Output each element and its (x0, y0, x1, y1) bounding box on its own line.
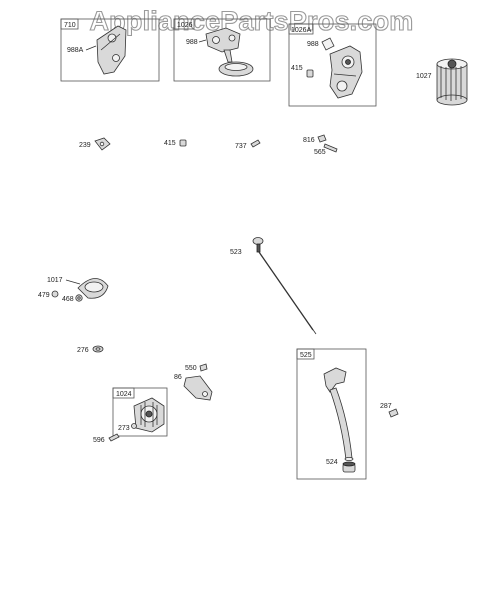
part-737[interactable]: 737 (235, 139, 261, 150)
part-737-shape (250, 139, 261, 148)
leader-1017 (65, 279, 81, 285)
watermark: AppliancePartsPros.com (89, 5, 414, 36)
bracket-988a-part (96, 25, 127, 75)
group-tag-710 (60, 18, 79, 30)
callout-1026a: 1026A (291, 27, 312, 34)
callout-988a: 988A (67, 47, 84, 54)
callout-287: 287 (380, 403, 392, 410)
cover-86-part (183, 375, 213, 401)
group-1026[interactable]: 1026 988 (173, 18, 271, 82)
callout-524: 524 (326, 459, 338, 466)
leader-988a (85, 45, 97, 51)
group-525[interactable]: 525 524 (296, 348, 367, 480)
callout-1024: 1024 (116, 391, 132, 398)
part-479-shape (51, 290, 59, 298)
group-box-1026 (173, 18, 271, 82)
callout-86: 86 (174, 374, 182, 381)
callout-988-right: 988 (307, 41, 319, 48)
oil-filter-part (436, 58, 468, 106)
callout-1026: 1026 (177, 22, 193, 29)
group-box-525 (296, 348, 367, 480)
part-565-shape (323, 143, 338, 153)
part-468[interactable]: 468 (62, 294, 83, 303)
part-816[interactable]: 816 (303, 134, 327, 144)
group-tag-525 (296, 348, 315, 360)
part-287[interactable]: 287 (380, 403, 399, 418)
part-287-shape (388, 408, 399, 418)
oil-slinger-part (77, 278, 109, 299)
callout-596: 596 (93, 437, 105, 444)
fitting-415-part (306, 69, 314, 78)
part-816-shape (317, 134, 327, 143)
part-415[interactable]: 415 (164, 139, 187, 147)
callout-525: 525 (300, 352, 312, 359)
group-tag-1026 (173, 18, 195, 30)
callout-273: 273 (118, 425, 130, 432)
callout-468: 468 (62, 296, 74, 303)
callout-816: 816 (303, 137, 315, 144)
callout-737: 737 (235, 143, 247, 150)
part-239[interactable]: 239 (79, 137, 111, 151)
callout-239: 239 (79, 142, 91, 149)
part-479[interactable]: 479 (38, 290, 59, 299)
part-596[interactable]: 596 (93, 433, 120, 444)
callout-1017: 1017 (47, 277, 63, 284)
dipstick-part (252, 237, 317, 335)
dipstick-tube-part (323, 367, 354, 461)
seal-524-part (342, 461, 356, 473)
callout-1027: 1027 (416, 73, 432, 80)
callout-550: 550 (185, 365, 197, 372)
callout-415: 415 (164, 140, 176, 147)
callout-276: 276 (77, 347, 89, 354)
part-86[interactable]: 86 (174, 374, 213, 401)
dipstick-523[interactable]: 523 (230, 237, 317, 335)
oil-pump-housing-part (329, 45, 363, 99)
callout-415-box: 415 (291, 65, 303, 72)
part-550-shape (199, 363, 208, 372)
oil-filter-1027[interactable]: 1027 (416, 58, 468, 106)
callout-479: 479 (38, 292, 50, 299)
group-box-1024 (112, 387, 168, 437)
group-box-710 (60, 18, 160, 82)
group-710[interactable]: 710 988A (60, 18, 160, 82)
callout-523: 523 (230, 249, 242, 256)
group-tag-1026a (288, 23, 314, 35)
oil-pump-pickup-part (205, 27, 254, 77)
part-415-shape (179, 139, 187, 147)
callout-988-mid: 988 (186, 39, 198, 46)
part-550[interactable]: 550 (185, 363, 208, 372)
group-1024[interactable]: 1024 273 (112, 387, 168, 437)
part-596-shape (108, 433, 120, 442)
callout-565: 565 (314, 149, 326, 156)
group-box-1026a (288, 23, 377, 107)
group-tag-1024 (112, 387, 135, 399)
part-276[interactable]: 276 (77, 345, 104, 354)
group-1026a[interactable]: 1026A 988 415 (288, 23, 377, 107)
oil-pump-1024-part (131, 397, 165, 433)
callout-710: 710 (64, 22, 76, 29)
gasket-988-part (321, 37, 335, 51)
part-565[interactable]: 565 (314, 143, 338, 156)
leader-988-mid (198, 39, 207, 43)
part-1017[interactable]: 1017 (47, 277, 109, 299)
